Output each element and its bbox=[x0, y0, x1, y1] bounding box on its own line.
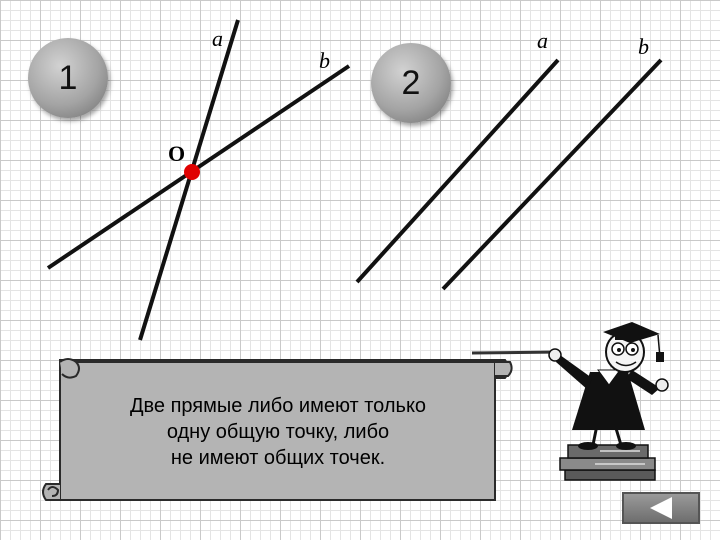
scroll-line-3: не имеют общих точек. bbox=[170, 447, 386, 469]
scroll-text: Две прямые либо имеют только одну общую … bbox=[68, 393, 488, 471]
pointer-stick bbox=[471, 350, 561, 355]
fig2-line-b bbox=[441, 58, 663, 291]
intersection-point-o bbox=[184, 164, 200, 180]
fig2-label-b: b bbox=[638, 34, 649, 59]
fig1-label-b: b bbox=[319, 48, 330, 73]
fig2-label-a: a bbox=[537, 28, 548, 53]
books-stack-icon bbox=[559, 444, 656, 481]
fig1-label-a: a bbox=[212, 26, 223, 51]
scroll-banner bbox=[42, 358, 513, 501]
teacher-illustration bbox=[548, 322, 669, 481]
figure-1-badge: 1 bbox=[28, 38, 108, 118]
figure-2-number: 2 bbox=[401, 63, 421, 102]
fig1-label-o: O bbox=[168, 141, 186, 166]
fig1-line-a bbox=[138, 19, 240, 341]
back-button[interactable] bbox=[622, 492, 700, 524]
figure-1-number: 1 bbox=[58, 58, 78, 97]
scroll-line-2: одну общую точку, либо bbox=[166, 421, 390, 443]
scroll-line-1: Две прямые либо имеют только bbox=[129, 395, 427, 417]
back-arrow-icon bbox=[650, 497, 672, 519]
fig1-line-b bbox=[46, 64, 351, 270]
fig2-line-a bbox=[355, 58, 560, 284]
figure-2-badge: 2 bbox=[371, 43, 451, 123]
